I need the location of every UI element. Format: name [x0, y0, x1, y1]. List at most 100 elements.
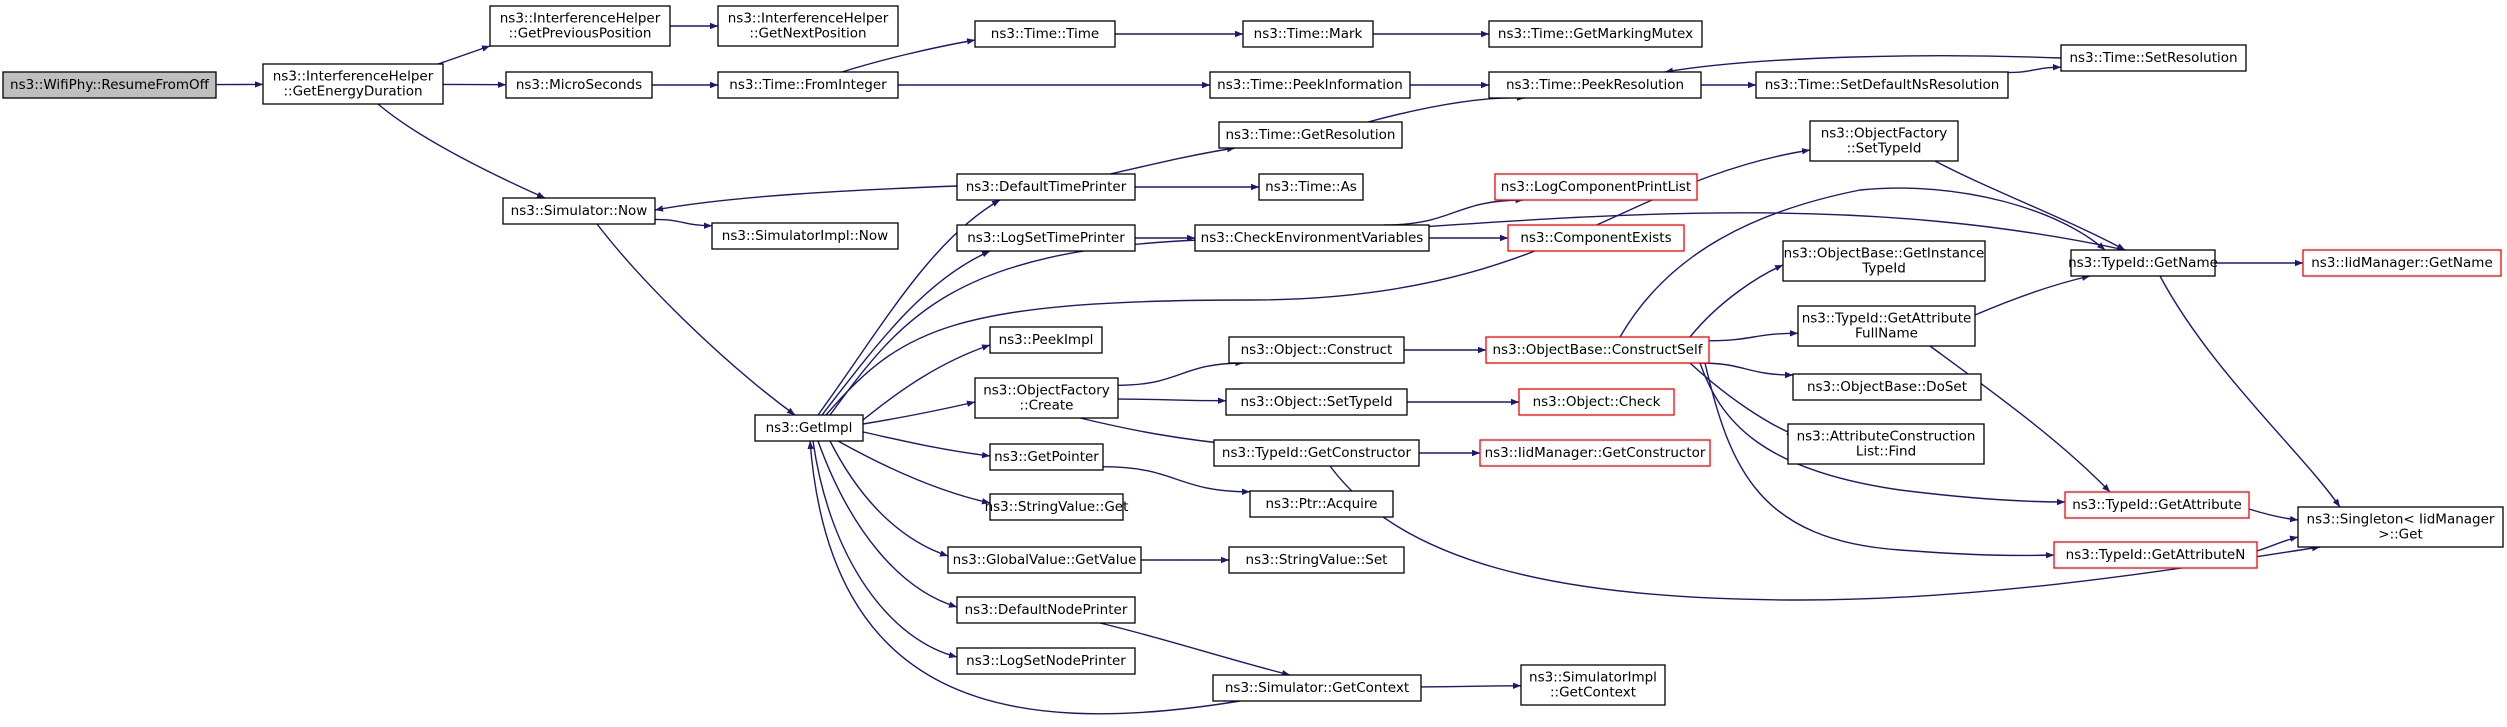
node-svSet[interactable]: ns3::StringValue::Set	[1228, 546, 1405, 574]
node-box[interactable]	[956, 224, 1136, 252]
node-checkEnv[interactable]: ns3::CheckEnvironmentVariables	[1194, 224, 1430, 252]
node-gvGetValue[interactable]: ns3::GlobalValue::GetValue	[947, 546, 1142, 574]
node-logSetTime[interactable]: ns3::LogSetTimePrinter	[956, 224, 1136, 252]
node-box[interactable]	[489, 5, 671, 47]
node-timeAs[interactable]: ns3::Time::As	[1258, 173, 1364, 201]
node-box[interactable]	[956, 596, 1136, 624]
node-box[interactable]	[1520, 664, 1666, 706]
node-defTimePr[interactable]: ns3::DefaultTimePrinter	[956, 173, 1136, 201]
node-objConstruct[interactable]: ns3::Object::Construct	[1228, 336, 1405, 364]
node-getNext[interactable]: ns3::InterferenceHelper::GetNextPosition	[717, 5, 899, 47]
node-box[interactable]	[1518, 388, 1675, 416]
node-box[interactable]	[974, 20, 1116, 48]
node-box[interactable]	[956, 647, 1136, 675]
node-box[interactable]	[2064, 491, 2250, 519]
node-box[interactable]	[505, 71, 653, 99]
node-logCompPrint[interactable]: ns3::LogComponentPrintList	[1494, 173, 1698, 201]
node-getEnergy[interactable]: ns3::InterferenceHelper::GetEnergyDurati…	[262, 63, 444, 105]
node-box[interactable]	[1494, 173, 1698, 201]
node-box[interactable]	[1213, 439, 1420, 467]
node-getPointer[interactable]: ns3::GetPointer	[989, 443, 1104, 471]
node-simImplNow[interactable]: ns3::SimulatorImpl::Now	[711, 222, 899, 250]
node-box[interactable]	[1209, 71, 1411, 99]
node-box[interactable]	[1212, 674, 1422, 702]
node-box[interactable]	[1488, 20, 1703, 48]
node-box[interactable]	[717, 5, 899, 47]
node-box[interactable]	[1787, 423, 1985, 465]
node-box[interactable]	[1809, 120, 1959, 162]
node-iidName[interactable]: ns3::IidManager::GetName	[2302, 249, 2502, 277]
node-box[interactable]	[1488, 71, 1702, 99]
node-box[interactable]	[1218, 121, 1403, 149]
node-objSetTid[interactable]: ns3::Object::SetTypeId	[1225, 388, 1408, 416]
node-box[interactable]	[989, 443, 1104, 471]
node-box[interactable]	[1782, 240, 1986, 282]
node-box[interactable]	[1479, 439, 1711, 467]
node-simGetCtx[interactable]: ns3::Simulator::GetContext	[1212, 674, 1422, 702]
node-simImplCtx[interactable]: ns3::SimulatorImpl::GetContext	[1520, 664, 1666, 706]
node-box[interactable]	[262, 63, 444, 105]
node-typeIdName[interactable]: ns3::TypeId::GetName	[2068, 249, 2218, 277]
node-singleton[interactable]: ns3::Singleton< IidManager >::Get	[2297, 506, 2504, 548]
node-box[interactable]	[1258, 173, 1364, 201]
node-box[interactable]	[956, 173, 1136, 201]
node-box[interactable]	[1485, 336, 1710, 364]
node-svGet[interactable]: ns3::StringValue::Get	[985, 493, 1129, 521]
node-box[interactable]	[2302, 249, 2502, 277]
node-doSet[interactable]: ns3::ObjectBase::DoSet	[1792, 373, 1982, 401]
node-box[interactable]	[717, 71, 899, 99]
node-box[interactable]	[1228, 546, 1405, 574]
node-box[interactable]	[2297, 506, 2504, 548]
node-box[interactable]	[1792, 373, 1982, 401]
node-box[interactable]	[711, 222, 899, 250]
node-box[interactable]	[989, 326, 1103, 354]
node-getRes[interactable]: ns3::Time::GetResolution	[1218, 121, 1403, 149]
node-logSetNode[interactable]: ns3::LogSetNodePrinter	[956, 647, 1136, 675]
node-micro[interactable]: ns3::MicroSeconds	[505, 71, 653, 99]
node-box[interactable]	[502, 197, 656, 225]
node-compExists[interactable]: ns3::ComponentExists	[1507, 224, 1685, 252]
node-tidGetAttr[interactable]: ns3::TypeId::GetAttribute	[2064, 491, 2250, 519]
node-box[interactable]	[2060, 44, 2247, 72]
node-box[interactable]	[1797, 305, 1976, 347]
node-resume[interactable]: ns3::WifiPhy::ResumeFromOff	[2, 71, 217, 99]
node-setRes[interactable]: ns3::Time::SetResolution	[2060, 44, 2247, 72]
node-box[interactable]	[1755, 71, 2009, 99]
node-ofCreate[interactable]: ns3::ObjectFactory::Create	[974, 377, 1119, 419]
node-box[interactable]	[989, 493, 1124, 521]
node-constructSelf[interactable]: ns3::ObjectBase::ConstructSelf	[1485, 336, 1710, 364]
node-peekInfo[interactable]: ns3::Time::PeekInformation	[1209, 71, 1411, 99]
node-box[interactable]	[1507, 224, 1685, 252]
node-box[interactable]	[1249, 490, 1394, 518]
node-box[interactable]	[754, 414, 864, 442]
node-objCheck[interactable]: ns3::Object::Check	[1518, 388, 1675, 416]
node-tidGetAttrN[interactable]: ns3::TypeId::GetAttributeN	[2053, 541, 2258, 569]
node-peekImpl[interactable]: ns3::PeekImpl	[989, 326, 1103, 354]
node-box[interactable]	[947, 546, 1142, 574]
node-fromInt[interactable]: ns3::Time::FromInteger	[717, 71, 899, 99]
node-box[interactable]	[1225, 388, 1408, 416]
node-simNow[interactable]: ns3::Simulator::Now	[502, 197, 656, 225]
node-timeTime[interactable]: ns3::Time::Time	[974, 20, 1116, 48]
node-ofSetTypeId[interactable]: ns3::ObjectFactory::SetTypeId	[1809, 120, 1959, 162]
node-iidCtor[interactable]: ns3::IidManager::GetConstructor	[1479, 439, 1711, 467]
node-getImpl[interactable]: ns3::GetImpl	[754, 414, 864, 442]
node-tidCtor[interactable]: ns3::TypeId::GetConstructor	[1213, 439, 1420, 467]
node-mutex[interactable]: ns3::Time::GetMarkingMutex	[1488, 20, 1703, 48]
node-mark[interactable]: ns3::Time::Mark	[1242, 20, 1374, 48]
node-box[interactable]	[974, 377, 1119, 419]
node-box[interactable]	[1228, 336, 1405, 364]
node-box[interactable]	[2053, 541, 2258, 569]
node-ptrAcquire[interactable]: ns3::Ptr::Acquire	[1249, 490, 1394, 518]
node-defNodePr[interactable]: ns3::DefaultNodePrinter	[956, 596, 1136, 624]
node-box[interactable]	[1242, 20, 1374, 48]
node-getPrev[interactable]: ns3::InterferenceHelper::GetPreviousPosi…	[489, 5, 671, 47]
node-peekRes[interactable]: ns3::Time::PeekResolution	[1488, 71, 1702, 99]
node-box[interactable]	[1194, 224, 1430, 252]
node-box[interactable]	[2, 71, 217, 99]
node-setDef[interactable]: ns3::Time::SetDefaultNsResolution	[1755, 71, 2009, 99]
node-box[interactable]	[2070, 249, 2216, 277]
